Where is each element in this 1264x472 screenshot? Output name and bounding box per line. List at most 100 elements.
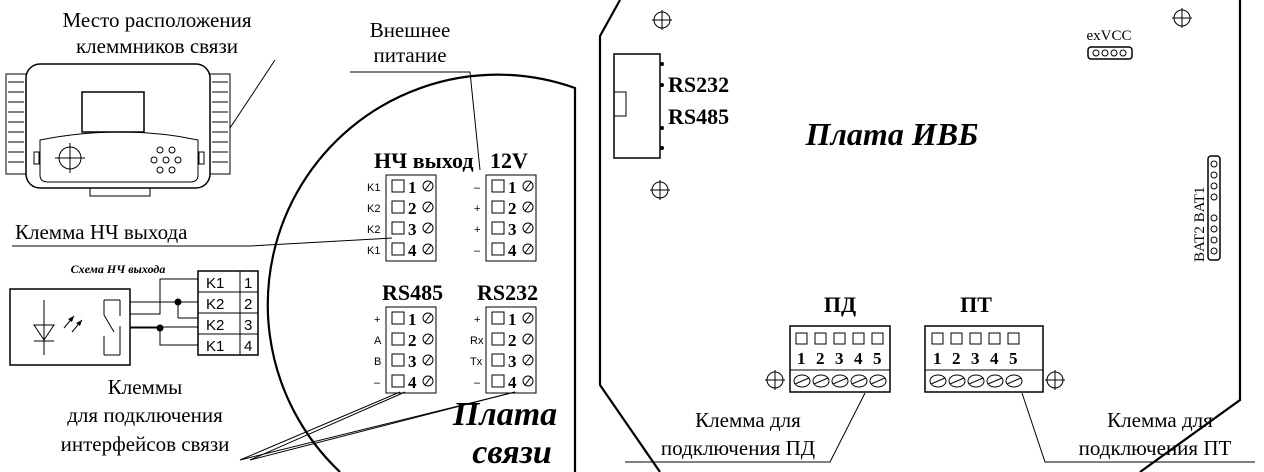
- scheme-pin-name-3: K2: [206, 317, 224, 334]
- lf-scheme: [9, 270, 259, 366]
- rs485-pin-num-4: 4: [408, 373, 417, 392]
- lf-pin-num-3: 3: [408, 220, 417, 239]
- rs232-pin-num-1: 1: [508, 310, 517, 329]
- rs232-pin-name-2: Rx: [470, 335, 484, 347]
- pt-num-5: 5: [1009, 349, 1018, 368]
- pd-num-3: 3: [835, 349, 844, 368]
- pt-terminal-label-line1: Клемма для: [1107, 408, 1213, 432]
- comm-board-outline: [266, 73, 577, 472]
- pt-leader-line: [1021, 392, 1255, 463]
- v12-pin-name-4: –: [474, 245, 481, 257]
- pd-num-1: 1: [797, 349, 806, 368]
- pd-leader-line: [625, 392, 866, 463]
- pd-num-2: 2: [816, 349, 825, 368]
- pd-terminal-block: [789, 325, 891, 393]
- rs-connector: [613, 53, 664, 159]
- rs232-block-title: RS232: [477, 280, 538, 305]
- v12-pin-name-2: +: [474, 203, 480, 215]
- pd-terminal-label-line1: Клемма для: [695, 408, 801, 432]
- rs485-pin-num-2: 2: [408, 331, 417, 350]
- rs232-pin-num-4: 4: [508, 373, 517, 392]
- ivb-rs485-label: RS485: [668, 104, 729, 129]
- scheme-pin-name-1: K1: [206, 275, 224, 292]
- v12-pin-name-3: +: [474, 224, 480, 236]
- v12-terminal-block: [485, 174, 537, 262]
- lf-pin-name-3: K2: [367, 224, 380, 236]
- comm-board-title-line1: Плата: [452, 396, 557, 433]
- rs232-terminal-block: [485, 306, 537, 394]
- rs485-pin-name-2: A: [374, 335, 382, 347]
- pt-num-4: 4: [990, 349, 999, 368]
- exvcc-connector: [1087, 46, 1133, 60]
- terminals-label-line1: Клеммы: [108, 375, 183, 399]
- location-label-line2: клеммников связи: [76, 34, 238, 58]
- pd-terminal-label-line2: подключения ПД: [661, 436, 815, 460]
- location-leader-line: [229, 59, 276, 129]
- exvcc-label: exVCC: [1087, 28, 1132, 44]
- pt-num-2: 2: [952, 349, 961, 368]
- pt-terminal-label-line2: подключения ПТ: [1079, 436, 1232, 460]
- rs232-terminal-rows: [491, 311, 534, 388]
- pd-num-4: 4: [854, 349, 863, 368]
- lf-scheme-title: Схема НЧ выхода: [71, 262, 166, 276]
- ext-power-leader-line: [350, 71, 481, 171]
- rs485-pin-num-3: 3: [408, 352, 417, 371]
- lf-terminal-rows: [391, 179, 434, 256]
- ext-power-label-line2: питание: [373, 43, 446, 67]
- comm-board-title-line2: связи: [472, 434, 552, 471]
- pd-block-title: ПД: [824, 292, 856, 317]
- pt-block-title: ПТ: [960, 292, 992, 317]
- lf-terminal-leader-line: [12, 237, 393, 247]
- ivb-rs232-label: RS232: [668, 72, 729, 97]
- rs485-terminal-block: [385, 306, 437, 394]
- lf-block-title: НЧ выход: [374, 148, 473, 173]
- rs485-pin-name-4: –: [374, 377, 381, 389]
- lf-pin-num-2: 2: [408, 199, 417, 218]
- terminals-leader-lines: [239, 391, 516, 461]
- v12-block-title: 12V: [490, 148, 528, 173]
- scheme-pin-name-2: K2: [206, 296, 224, 313]
- rs232-pin-num-2: 2: [508, 331, 517, 350]
- scheme-pin-num-2: 2: [244, 296, 252, 313]
- terminals-label-line3: интерфейсов связи: [61, 432, 230, 456]
- scheme-pin-num-3: 3: [244, 317, 252, 334]
- pt-terminal-block: [924, 325, 1044, 393]
- lf-pin-name-1: K1: [367, 182, 380, 194]
- scheme-pin-name-4: K1: [206, 338, 224, 355]
- pd-num-5: 5: [873, 349, 882, 368]
- rs485-block-title: RS485: [382, 280, 443, 305]
- scheme-pin-num-1: 1: [244, 275, 252, 292]
- location-label-line1: Место расположения: [63, 8, 252, 32]
- ivb-board-outline: [598, 0, 1242, 472]
- ivb-board-title: Плата ИВБ: [805, 116, 979, 152]
- rs485-pin-name-1: +: [374, 314, 380, 326]
- pt-num-3: 3: [971, 349, 980, 368]
- rs485-terminal-rows: [391, 311, 434, 388]
- pt-num-1: 1: [933, 349, 942, 368]
- rs232-pin-num-3: 3: [508, 352, 517, 371]
- rs485-pin-name-3: B: [374, 356, 381, 368]
- v12-terminal-rows: [491, 179, 534, 256]
- rs485-pin-num-1: 1: [408, 310, 417, 329]
- v12-pin-num-2: 2: [508, 199, 517, 218]
- v12-pin-name-1: –: [474, 182, 481, 194]
- mounting-holes: [650, 8, 1192, 390]
- rs232-pin-name-1: +: [474, 314, 480, 326]
- device-drawing: [5, 63, 231, 197]
- rs232-pin-name-4: –: [474, 377, 481, 389]
- lf-pin-num-4: 4: [408, 241, 417, 260]
- lf-pin-name-4: K1: [367, 245, 380, 257]
- v12-pin-num-1: 1: [508, 178, 517, 197]
- terminals-label-line2: для подключения: [67, 403, 223, 427]
- rs232-pin-name-3: Tx: [470, 356, 483, 368]
- lf-terminal-block: [385, 174, 437, 262]
- v12-pin-num-4: 4: [508, 241, 517, 260]
- lf-terminal-label: Клемма НЧ выхода: [15, 220, 188, 244]
- v12-pin-num-3: 3: [508, 220, 517, 239]
- ext-power-label-line1: Внешнее: [370, 18, 451, 42]
- bat-label: BAT2 BAT1: [1192, 187, 1208, 262]
- scheme-pin-num-4: 4: [244, 338, 252, 355]
- lf-pin-name-2: K2: [367, 203, 380, 215]
- lf-pin-num-1: 1: [408, 178, 417, 197]
